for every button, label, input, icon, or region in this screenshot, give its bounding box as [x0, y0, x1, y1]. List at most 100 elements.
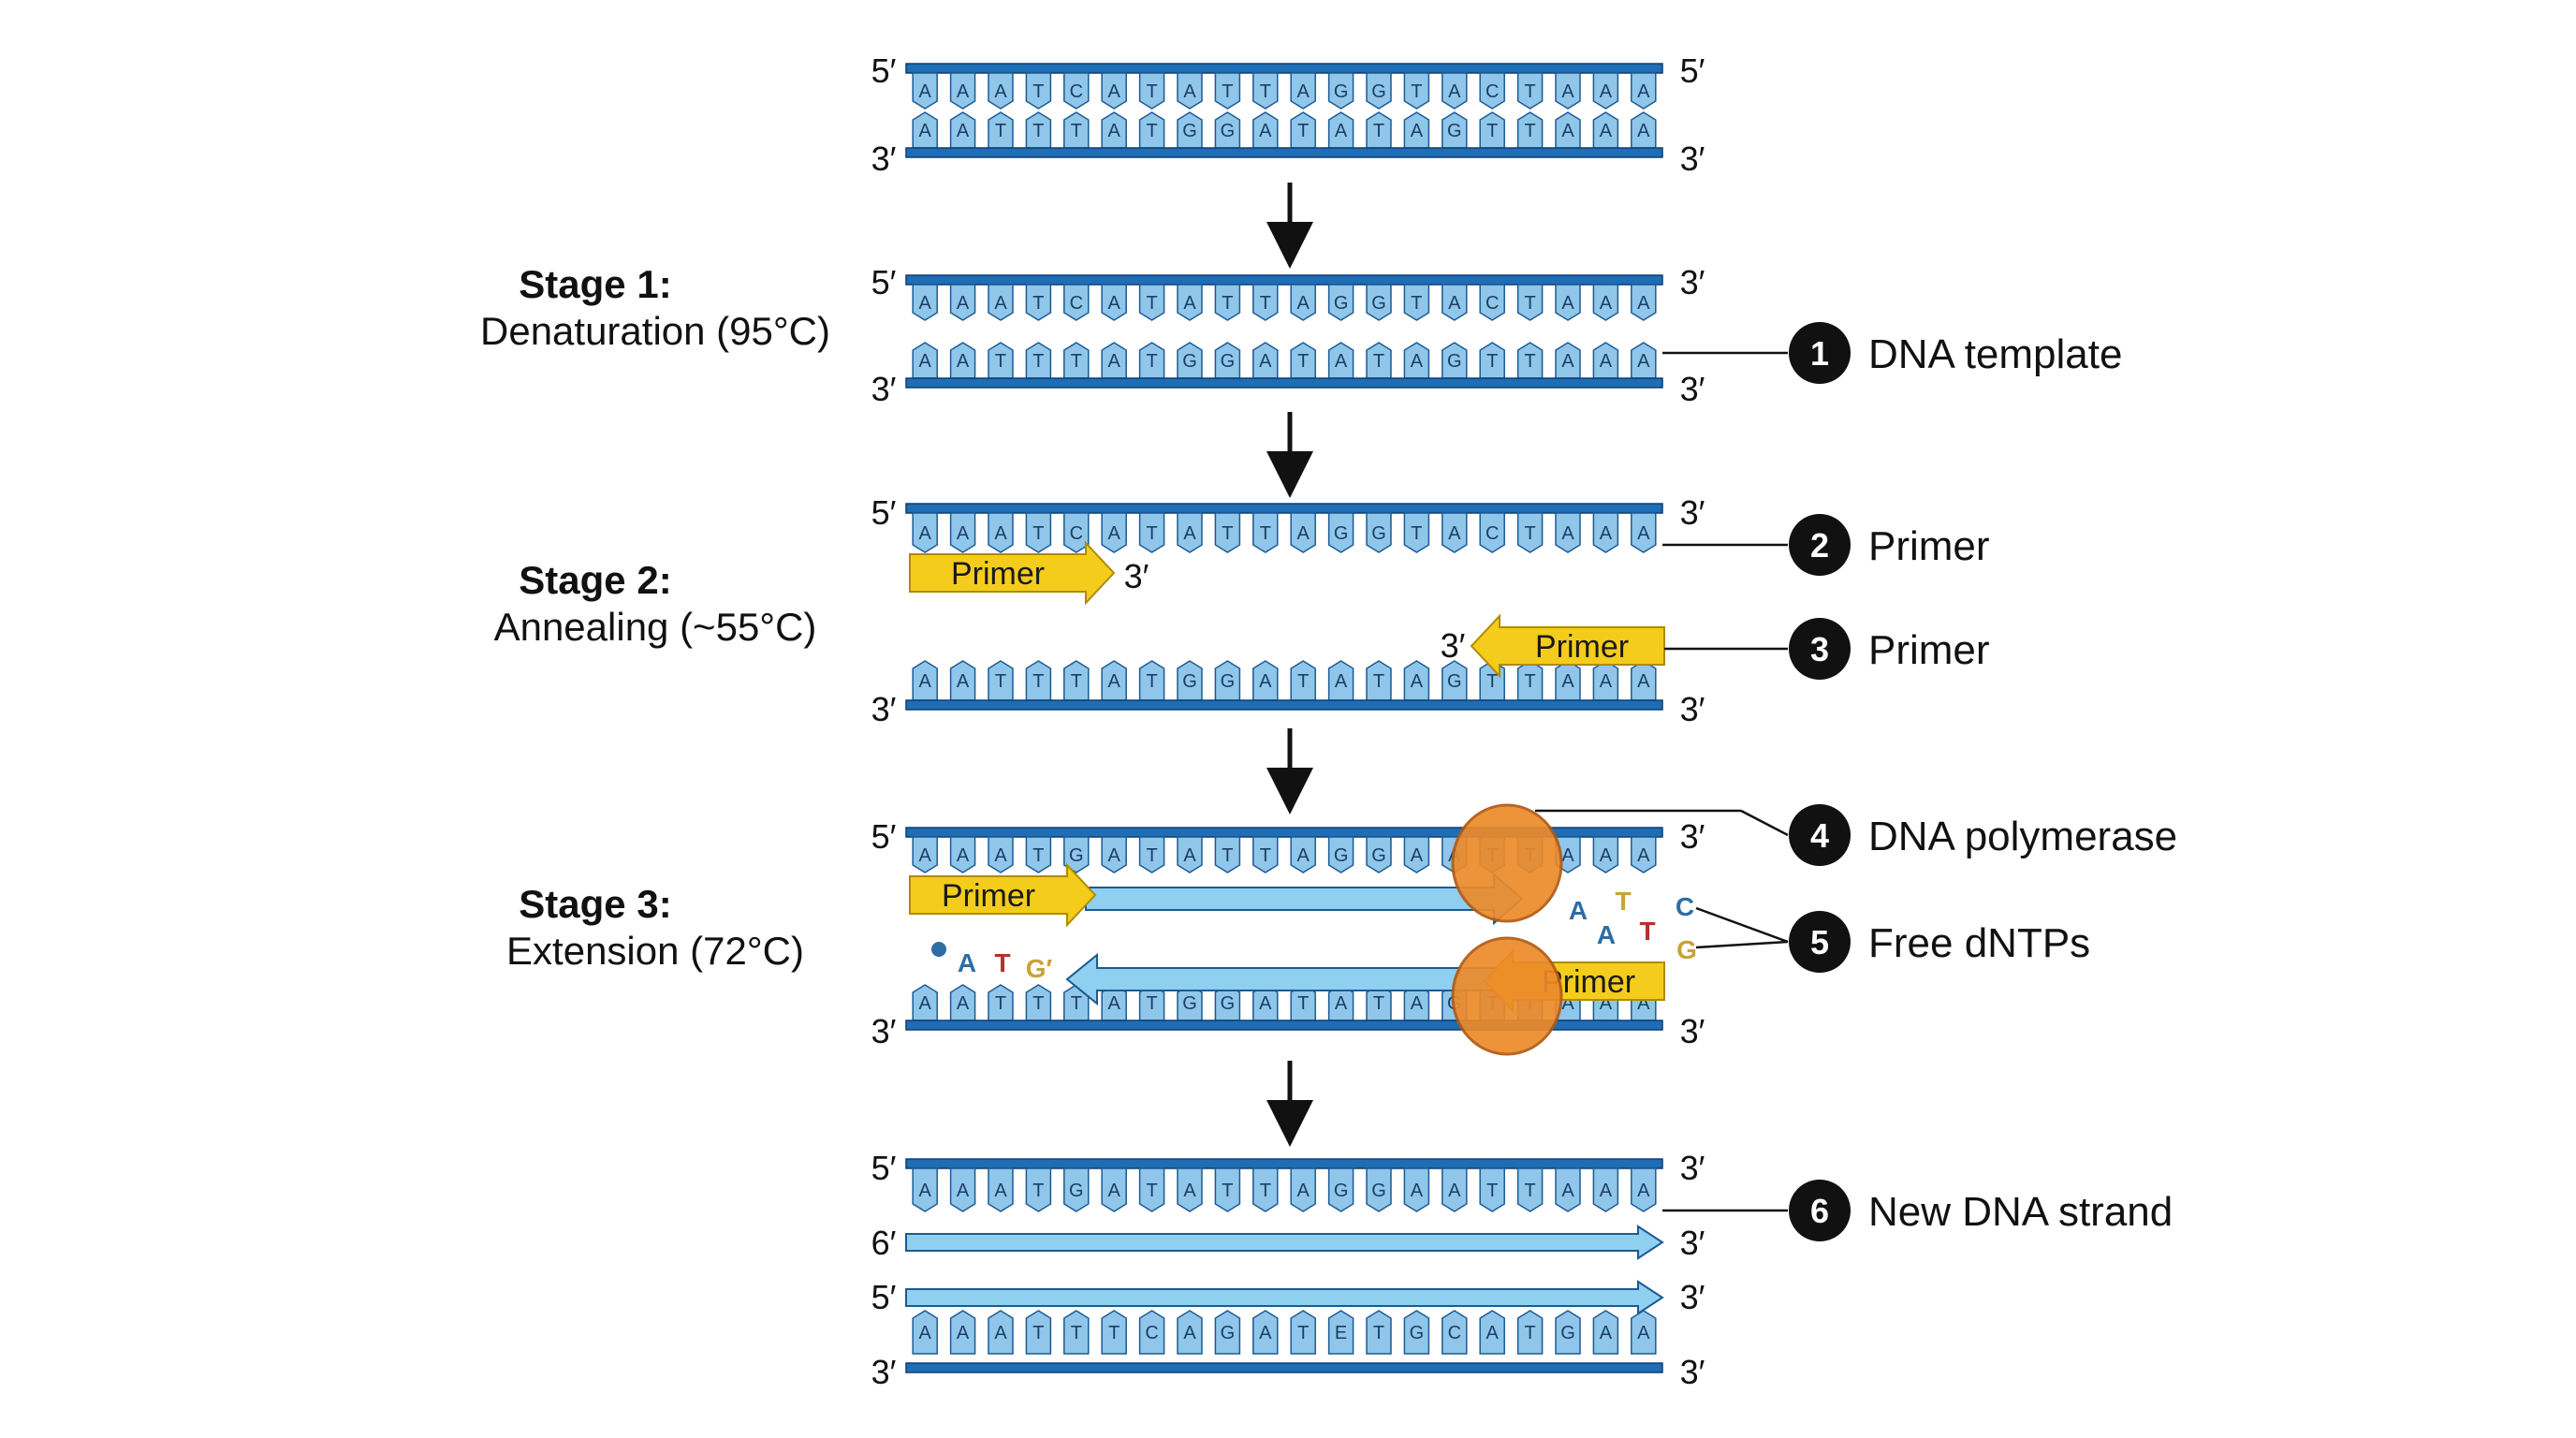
- base-letter: T: [1373, 351, 1384, 372]
- base-letter: T: [1146, 81, 1157, 102]
- base-pair-block: [1442, 1167, 1468, 1212]
- base-pair-block: [1101, 836, 1127, 873]
- base-letter: G: [1221, 671, 1236, 692]
- base-pair-block: [1290, 1310, 1316, 1355]
- base-letter: C: [1070, 81, 1083, 102]
- base-letter: A: [957, 1181, 970, 1201]
- base-letter: T: [1032, 523, 1044, 544]
- base-pair-block: [1555, 1167, 1581, 1212]
- stage-1-subtitle: Denaturation (95°C): [480, 309, 830, 353]
- base-pair-block: [1403, 512, 1430, 553]
- base-letter: G: [1221, 993, 1236, 1014]
- base-letter: A: [957, 523, 970, 544]
- base-letter: T: [1146, 121, 1157, 141]
- base-letter: G: [1069, 1181, 1084, 1201]
- base-letter: A: [1259, 1323, 1272, 1343]
- base-letter: A: [1108, 845, 1121, 866]
- base-letter: T: [1373, 993, 1384, 1014]
- base-letter: T: [1222, 1181, 1233, 1201]
- stage-1-label: Stage 1: Denaturation (95°C): [480, 262, 830, 353]
- base-pair-block: [1138, 836, 1165, 873]
- base-pair-block: [1177, 284, 1203, 321]
- base-letter: A: [957, 121, 970, 141]
- base-letter: A: [1108, 671, 1121, 692]
- base-pair-block: [949, 836, 976, 873]
- base-letter: T: [1222, 523, 1233, 544]
- base-pair-block: [1366, 1167, 1392, 1212]
- base-pair-block: [1063, 284, 1090, 321]
- base-pair-block: [1403, 284, 1430, 321]
- base-letter: C: [1486, 523, 1499, 544]
- base-pair-block: [1177, 72, 1203, 110]
- callout-number: 5: [1810, 923, 1829, 961]
- base-pair-block: [1138, 1167, 1165, 1212]
- base-letter: A: [1448, 523, 1461, 544]
- base-letter: A: [1637, 121, 1650, 141]
- base-letter: A: [994, 845, 1007, 866]
- base-pair-block: [1479, 1167, 1505, 1212]
- base-pair-block: [912, 512, 938, 553]
- base-pair-block: [988, 836, 1014, 873]
- callout-number: 3: [1810, 630, 1829, 668]
- base-letter: A: [957, 351, 970, 372]
- base-letter: T: [1524, 121, 1535, 141]
- base-pair-block: [1214, 284, 1241, 321]
- base-letter: T: [1146, 993, 1157, 1014]
- stage3-bottom-backbone: [905, 1020, 1663, 1031]
- base-pair-block: [949, 284, 976, 321]
- stage-1-title: Stage 1:: [519, 262, 671, 306]
- base-letter: G: [1221, 1323, 1236, 1343]
- base-pair-block: [1290, 1167, 1316, 1212]
- base-pair-block: [1327, 1310, 1354, 1355]
- base-letter: T: [1524, 81, 1535, 102]
- callout-label: Free dNTPs: [1868, 920, 2090, 966]
- base-letter: A: [919, 81, 932, 102]
- result2-bottom-backbone: [905, 1362, 1663, 1373]
- base-pair-block: [912, 1167, 938, 1212]
- strand-end-label: 3′: [1680, 1278, 1705, 1316]
- base-pair-block: [1214, 1167, 1241, 1212]
- base-letter: A: [1297, 81, 1310, 102]
- base-letter: T: [1524, 523, 1535, 544]
- base-letter: G: [1221, 351, 1236, 372]
- primer-arrow-shape: [1470, 613, 1665, 679]
- new-strand-arrow: [905, 1225, 1664, 1260]
- base-pair-block: [949, 1310, 976, 1355]
- base-letter: T: [1032, 845, 1044, 866]
- base-letter: A: [994, 1323, 1007, 1343]
- base-letter: A: [957, 993, 970, 1014]
- base-pair-block: [1442, 1310, 1468, 1355]
- base-letter: G: [1447, 351, 1462, 372]
- stage-3-title: Stage 3:: [519, 882, 671, 926]
- base-letter: A: [1561, 293, 1574, 314]
- dntp-letter: C: [1676, 892, 1694, 921]
- base-letter: A: [1637, 1323, 1650, 1343]
- dna-polymerase-bottom: [1451, 936, 1563, 1056]
- base-letter: G: [1371, 293, 1386, 314]
- base-letter: A: [957, 671, 970, 692]
- result1-top-backbone: [905, 1158, 1663, 1169]
- base-pair-block: [1214, 836, 1241, 873]
- base-pair-block: [1290, 836, 1316, 873]
- base-letter: T: [1032, 351, 1044, 372]
- base-letter: G: [1182, 121, 1197, 141]
- primer-label: Primer: [942, 878, 1035, 914]
- base-letter: G: [1410, 1323, 1425, 1343]
- primer-arrow-shape: [909, 862, 1097, 928]
- base-pair-block: [1138, 512, 1165, 553]
- base-pair-block: [1479, 512, 1505, 553]
- base-letter: C: [1448, 1323, 1461, 1343]
- base-pair-block: [1592, 512, 1619, 553]
- base-letter: T: [1297, 671, 1309, 692]
- callout-5: 5 Free dNTPs: [1695, 906, 2090, 973]
- base-pair-block: [1252, 284, 1279, 321]
- base-letter: T: [1032, 81, 1044, 102]
- base-pair-block: [988, 1167, 1014, 1212]
- base-letter: A: [1108, 523, 1121, 544]
